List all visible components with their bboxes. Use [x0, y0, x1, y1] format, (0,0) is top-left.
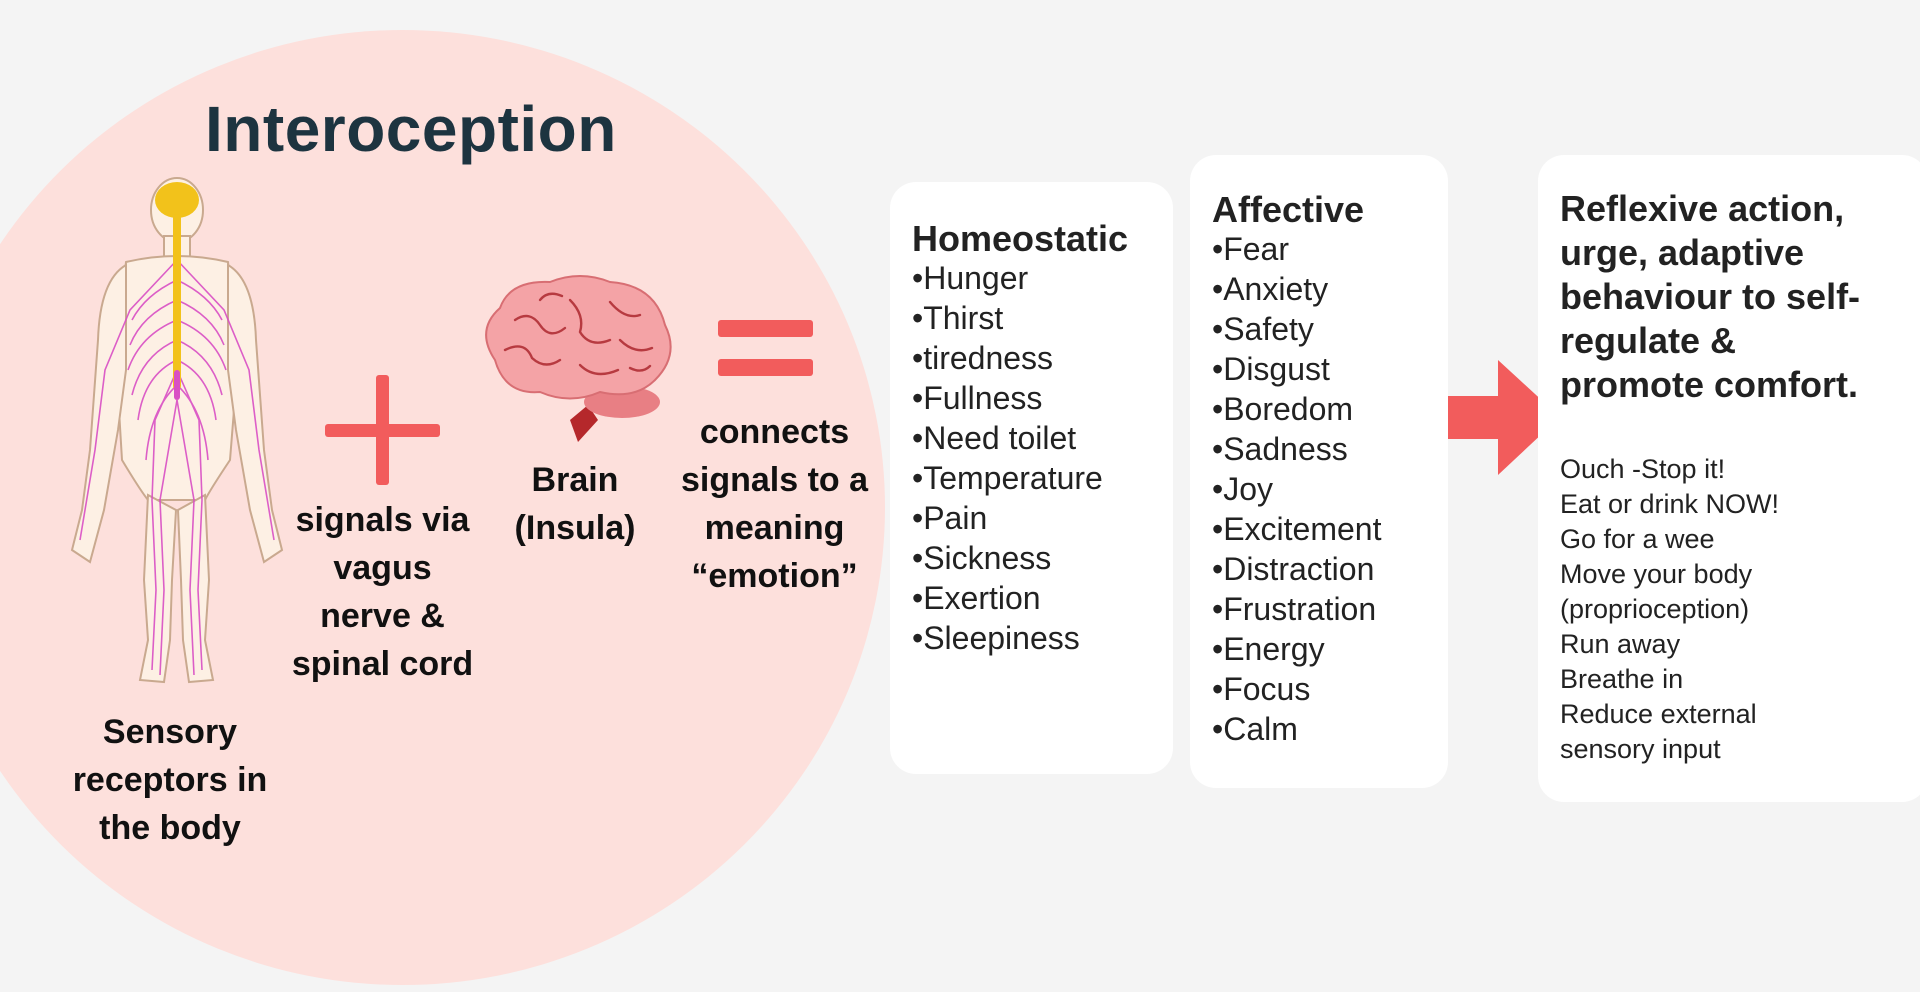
affective-list: •Fear •Anxiety •Safety •Disgust •Boredom…: [1212, 229, 1381, 749]
response-list: Ouch -Stop it! Eat or drink NOW! Go for …: [1560, 452, 1779, 767]
list-item: •Sleepiness: [912, 620, 1080, 656]
list-item: Go for a wee: [1560, 524, 1715, 554]
homeostatic-title: Homeostatic: [912, 218, 1129, 259]
list-item: •Pain: [912, 500, 988, 536]
list-item: •Distraction: [1212, 551, 1375, 587]
list-item: Ouch -Stop it!: [1560, 454, 1726, 484]
meaning-caption: connects signals to a meaning “emotion”: [680, 413, 869, 595]
homeostatic-card: Homeostatic •Hunger •Thirst •tiredness •…: [890, 182, 1173, 774]
equals-icon: [718, 320, 813, 376]
list-item: •Joy: [1212, 471, 1273, 507]
list-item: •Anxiety: [1212, 271, 1329, 307]
brain-icon: [485, 275, 672, 442]
response-title: Reflexive action, urge, adaptive behavio…: [1560, 188, 1861, 405]
list-item: Run away: [1560, 629, 1681, 659]
affective-card: Affective •Fear •Anxiety •Safety •Disgus…: [1190, 155, 1448, 788]
affective-title: Affective: [1212, 189, 1365, 230]
list-item: •Fear: [1212, 231, 1289, 267]
page-title: Interoception: [205, 93, 617, 165]
list-item: Breathe in: [1560, 664, 1684, 694]
list-item: •Frustration: [1212, 591, 1377, 627]
response-card: Reflexive action, urge, adaptive behavio…: [1538, 155, 1920, 802]
list-item: Reduce external: [1560, 699, 1757, 729]
list-item: (proprioception): [1560, 594, 1750, 624]
homeostatic-list: •Hunger •Thirst •tiredness •Fullness •Ne…: [912, 258, 1103, 658]
list-item: Move your body: [1560, 559, 1753, 589]
body-caption: Sensory receptors in the body: [72, 713, 268, 847]
list-item: •Safety: [1212, 311, 1314, 347]
list-item: •Energy: [1212, 631, 1325, 667]
list-item: Eat or drink NOW!: [1560, 489, 1780, 519]
list-item: •Thirst: [912, 300, 1004, 336]
signals-caption: signals via vagus nerve & spinal cord: [291, 501, 474, 683]
human-nervous-system-icon: [70, 177, 284, 684]
list-item: •Calm: [1212, 711, 1298, 747]
list-item: sensory input: [1560, 734, 1721, 764]
list-item: •Disgust: [1212, 351, 1330, 387]
list-item: •Focus: [1212, 671, 1311, 707]
list-item: •Exertion: [912, 580, 1041, 616]
list-item: •Excitement: [1212, 511, 1382, 547]
list-item: •Fullness: [912, 380, 1043, 416]
plus-icon: [325, 375, 440, 485]
list-item: •Temperature: [912, 460, 1103, 496]
list-item: •Sickness: [912, 540, 1052, 576]
list-item: •tiredness: [912, 340, 1054, 376]
list-item: •Need toilet: [912, 420, 1077, 456]
list-item: •Boredom: [1212, 391, 1354, 427]
list-item: •Hunger: [912, 260, 1029, 296]
brain-caption: Brain (Insula): [514, 461, 636, 547]
list-item: •Sadness: [1212, 431, 1348, 467]
